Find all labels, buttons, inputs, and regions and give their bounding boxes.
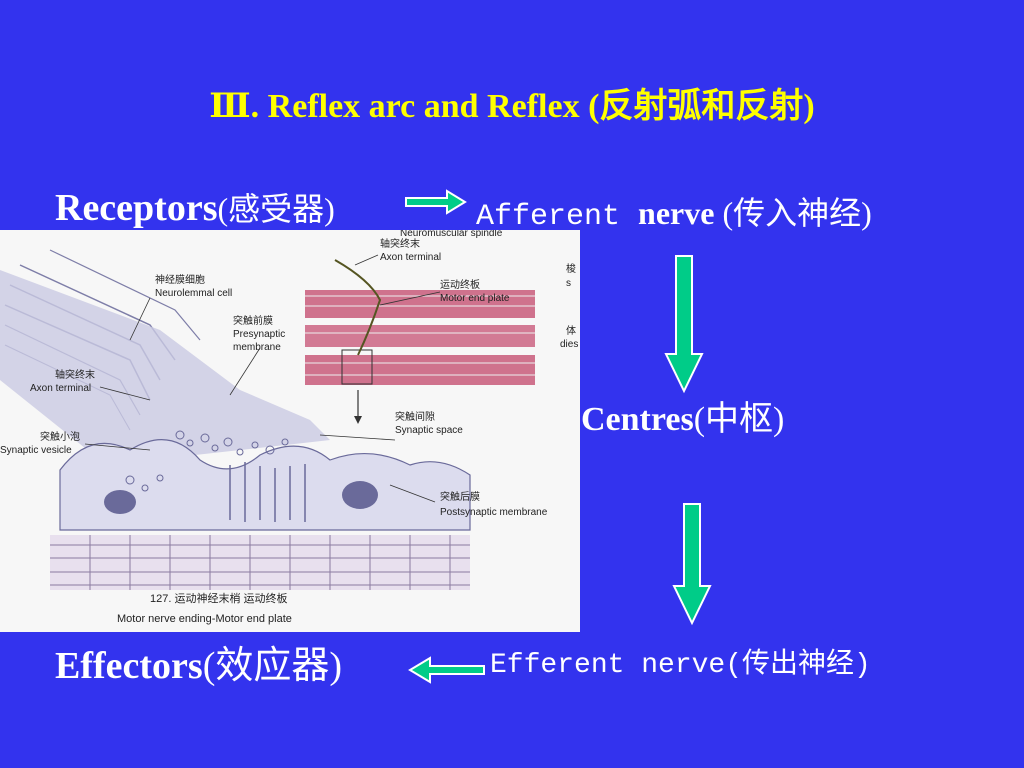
label-motor-end-plate-cn: 运动终板 (440, 278, 480, 291)
nerve-strand (334, 259, 382, 356)
label-presynaptic-2: membrane (233, 342, 281, 353)
label-neurolemmal: Neurolemmal cell (155, 288, 232, 299)
figure-caption-en: Motor nerve ending-Motor end plate (117, 613, 292, 625)
label-edge-4: dies (560, 339, 578, 350)
label-motor-end-plate: Motor end plate (440, 293, 510, 304)
receptors-en: Receptors (55, 187, 218, 229)
receptors-cn: (感受器) (217, 191, 335, 227)
effectors-en: Effectors (55, 645, 203, 687)
label-axon-terminal-top: Axon terminal (380, 252, 441, 263)
nucleus (104, 490, 136, 514)
label-synaptic-vesicle: Synaptic vesicle (0, 445, 72, 456)
label-synaptic-vesicle-cn: 突触小泡 (40, 430, 80, 443)
effectors-cn: (效应器) (202, 645, 343, 687)
junctional-folds (59, 439, 471, 531)
label-presynaptic-cn: 突触前膜 (233, 314, 273, 327)
afferent-nerve-label: Afferent nerve (传入神经) (476, 188, 872, 234)
centres-en: Centres (581, 401, 694, 438)
leader-lines (84, 254, 441, 503)
label-postsynaptic-cn: 突触后膜 (440, 490, 480, 503)
label-presynaptic-1: Presynaptic (233, 329, 285, 340)
folds (229, 462, 306, 522)
arrow-left-icon (408, 656, 485, 684)
effectors-label: Effectors(效应器) (55, 634, 342, 689)
label-postsynaptic: Postsynaptic membrane (440, 507, 548, 518)
axon-body (0, 270, 330, 460)
synaptic-vesicles (125, 430, 289, 492)
arrow-right-icon (405, 189, 467, 215)
receptors-label: Receptors(感受器) (55, 184, 335, 230)
nucleus (342, 481, 378, 509)
label-edge-2: s (566, 278, 571, 289)
centres-label: Centres(中枢) (581, 391, 784, 440)
label-axon-terminal-cn-top: 轴突终末 (380, 237, 420, 250)
afferent-pre: Afferent (476, 200, 639, 234)
figure-caption-cn: 127. 运动神经末梢 运动终板 (150, 591, 288, 605)
label-axon-terminal-cn-left: 轴突终末 (55, 368, 95, 381)
label-axon-terminal-left: Axon terminal (30, 383, 91, 394)
zoom-box (341, 349, 373, 385)
muscle-striations (50, 535, 470, 590)
label-synaptic-space: Synaptic space (395, 425, 463, 436)
label-edge-3: 体 (566, 325, 576, 337)
label-synaptic-space-cn: 突触间隙 (395, 410, 435, 423)
afferent-post: (传入神经) (714, 195, 872, 231)
arrow-down-icon (672, 503, 712, 626)
motor-end-plate-diagram: Neuromuscular spindle 轴突终末 Axon terminal… (0, 230, 578, 625)
label-edge-1: 梭 (566, 262, 576, 275)
arrow-down-icon (664, 255, 704, 394)
centres-cn: (中枢) (693, 401, 785, 438)
afferent-bold: nerve (638, 195, 715, 231)
pointer-arrow-head (354, 416, 362, 424)
muscle-fibers (305, 290, 535, 385)
motor-end-plate-figure: Neuromuscular spindle 轴突终末 Axon terminal… (0, 230, 580, 632)
label-neurolemmal-cn: 神经膜细胞 (155, 273, 205, 286)
label-neuromuscular-spindle: Neuromuscular spindle (400, 230, 503, 239)
slide-title: Ⅲ. Reflex arc and Reflex (反射弧和反射) (209, 88, 815, 125)
efferent-nerve-label: Efferent nerve(传出神经) (490, 650, 871, 681)
